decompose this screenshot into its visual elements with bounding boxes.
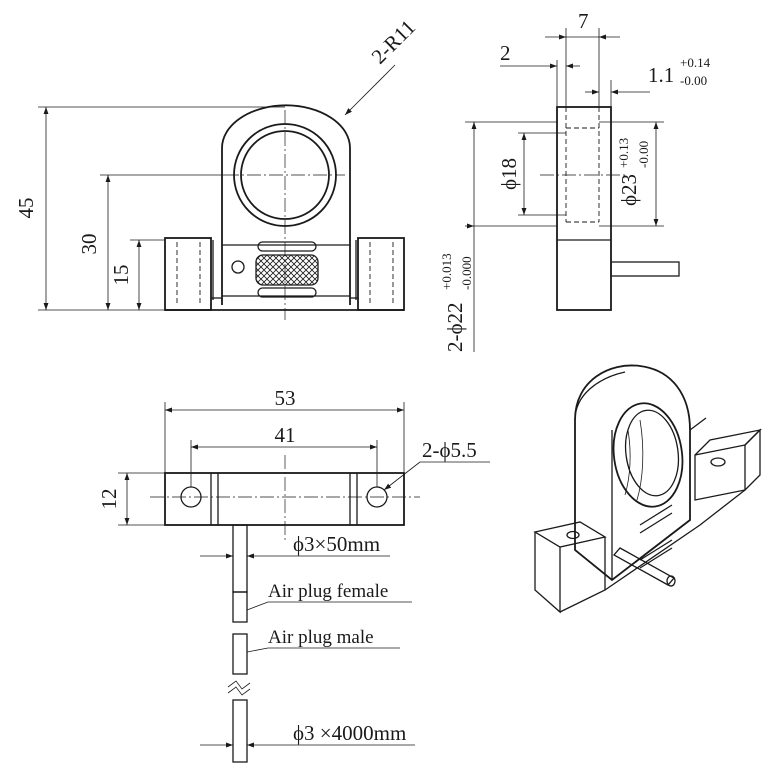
dim-hole-spacing: 41: [275, 423, 296, 447]
dim-depth: 12: [97, 489, 121, 510]
iso-ring-inner: [624, 409, 680, 497]
label-plug-female: Air plug female: [268, 581, 388, 602]
sensor-ring-inner: [240, 130, 330, 220]
iso-ring-outer: [612, 402, 684, 508]
lower-slot: [257, 287, 317, 298]
iso-pin: [612, 547, 676, 586]
side-body: [556, 106, 612, 311]
hatched-window: [255, 254, 319, 286]
label-plug-male: Air plug male: [268, 627, 374, 648]
dim-cable-short: ϕ3×50mm: [293, 532, 380, 556]
dim-hole-tol-lower: -0.000: [459, 256, 474, 290]
dim-gap-tol-upper: +0.14: [680, 55, 711, 70]
right-mount-block: [357, 237, 405, 311]
dim-width: 7: [578, 9, 589, 33]
air-plug-female: [232, 591, 248, 623]
dim-gap: 1.1: [648, 63, 674, 87]
dim-outer-diameter: ϕ23: [617, 174, 641, 206]
isometric-view: [533, 364, 762, 614]
dim-hole-tol-upper: +0.013: [439, 253, 454, 290]
dim-height-base: 15: [109, 265, 133, 286]
dim-height-center: 30: [77, 234, 101, 255]
dim-height-total: 45: [14, 198, 38, 219]
dim-length: 53: [275, 386, 296, 410]
dim-cable-long: ϕ3 ×4000mm: [293, 721, 406, 745]
upper-slot: [257, 241, 317, 252]
dim-offset: 2: [500, 41, 511, 65]
note-mount-holes: 2-ϕ5.5: [422, 438, 477, 462]
dim-outer-tol-upper: +0.13: [616, 138, 631, 168]
dim-gap-tol-lower: -0.00: [680, 73, 707, 88]
side-pin: [610, 261, 680, 277]
left-mount-block: [164, 237, 212, 311]
dim-outer-tol-lower: -0.00: [636, 141, 651, 168]
note-radius: 2-R11: [367, 15, 421, 69]
dim-inner-diameter: ϕ18: [497, 158, 521, 190]
top-body: [164, 472, 405, 526]
indicator-hole: [231, 260, 245, 274]
dim-hole-note: 2-ϕ22: [443, 302, 467, 352]
cable-long: [232, 699, 248, 763]
side-view: 7 2 1.1 +0.14 -0.00 ϕ18 ϕ23 +0.13 -0.00 …: [439, 9, 711, 352]
cable-break-symbol: [227, 680, 251, 690]
top-view: 53 41 12 2-ϕ5.5 ϕ3×50mm Air plug female: [97, 386, 490, 763]
front-view: 45 30 15 2-R11: [14, 15, 420, 320]
sensor-body-outline: [221, 104, 351, 305]
cable-short: [232, 524, 248, 593]
iso-arch-body: [574, 364, 691, 582]
air-plug-male: [232, 633, 248, 675]
